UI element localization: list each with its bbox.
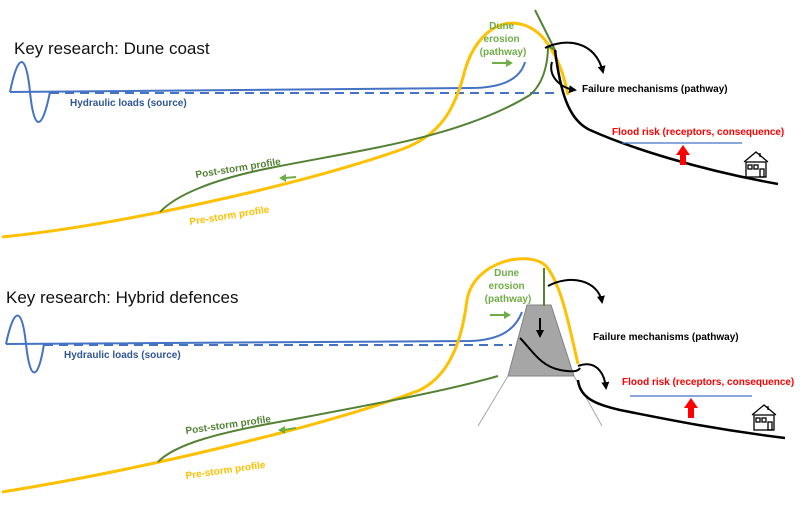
failure-mechanisms-label: Failure mechanisms (pathway) xyxy=(582,84,728,95)
panel-title: Key research: Dune coast xyxy=(14,39,210,58)
pre-storm-label: Pre-storm profile xyxy=(189,204,271,228)
panel-title: Key research: Hybrid defences xyxy=(6,288,238,307)
up-arrow-icon xyxy=(684,398,698,418)
post-storm-label: Post-storm profile xyxy=(195,157,282,181)
failure-arrow-upper xyxy=(547,278,605,304)
dune-erosion-label: Dune erosion (pathway) xyxy=(480,21,527,58)
failure-arrow-upper xyxy=(544,41,606,74)
core-structure xyxy=(507,304,575,377)
left-arrow-icon xyxy=(279,174,297,182)
pre-storm-profile xyxy=(1,257,580,494)
right-arrow-icon xyxy=(492,59,513,67)
hydraulic-loads-label: Hydraulic loads (source) xyxy=(64,350,181,361)
post-storm-label: Post-storm profile xyxy=(185,414,272,437)
hydraulic-loads-label: Hydraulic loads (source) xyxy=(70,98,187,109)
landward-ground-line xyxy=(553,49,779,186)
foundation-line-left xyxy=(477,375,509,427)
pre-storm-label: Pre-storm profile xyxy=(185,460,267,482)
flood-risk-label: Flood risk (receptors, consequence) xyxy=(622,377,794,388)
water-level-line xyxy=(9,61,526,93)
panel-dune-coast: Key research: Dune coast Hydraulic loads… xyxy=(1,9,784,239)
house-icon xyxy=(751,404,777,431)
left-arrow-icon xyxy=(278,426,297,434)
water-level-line xyxy=(5,311,523,345)
panel-hybrid-defences: Key research: Hybrid defences Hydraulic … xyxy=(1,257,794,494)
house-icon xyxy=(743,151,769,178)
up-arrow-icon xyxy=(676,145,690,165)
dune-erosion-label: Dune erosion (pathway) xyxy=(485,268,532,305)
post-storm-profile xyxy=(159,45,549,213)
post-storm-profile xyxy=(157,375,499,463)
landward-ground-line xyxy=(576,379,786,440)
failure-arrow-lower xyxy=(550,61,577,94)
pre-storm-profile xyxy=(1,21,570,239)
failure-mechanisms-label: Failure mechanisms (pathway) xyxy=(593,332,739,343)
internal-failure-line xyxy=(519,337,581,373)
right-arrow-icon xyxy=(490,311,511,319)
flood-risk-label: Flood risk (receptors, consequence) xyxy=(612,127,784,138)
failure-arrow-lower xyxy=(577,363,610,390)
